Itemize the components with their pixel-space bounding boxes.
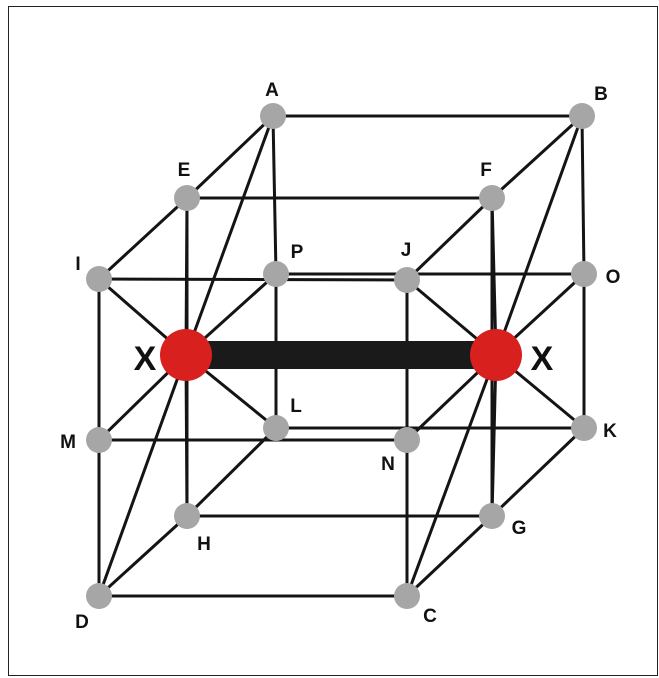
edges-layer bbox=[97, 114, 586, 598]
label-i: I bbox=[75, 254, 80, 275]
edge-b-f bbox=[490, 114, 584, 200]
label-a: A bbox=[265, 80, 279, 101]
label-g: G bbox=[512, 518, 527, 539]
node-h bbox=[174, 503, 200, 529]
edge-x1-h bbox=[184, 353, 189, 518]
label-m: M bbox=[60, 432, 76, 453]
label-e: E bbox=[178, 160, 191, 181]
label-d: D bbox=[75, 612, 89, 633]
edge-x1-d bbox=[97, 353, 188, 598]
node-d bbox=[86, 583, 112, 609]
label-j: J bbox=[401, 240, 412, 261]
node-c bbox=[394, 583, 420, 609]
edge-x2-c bbox=[405, 353, 498, 598]
node-f bbox=[479, 185, 505, 211]
label-p: P bbox=[291, 242, 304, 263]
label-f: F bbox=[480, 160, 492, 181]
edge-a-p bbox=[271, 114, 278, 276]
label-l: L bbox=[290, 396, 302, 417]
edge-x1-a bbox=[184, 114, 275, 357]
edge-c-g bbox=[405, 514, 494, 598]
edge-x2-f bbox=[490, 196, 498, 357]
edge-h-l bbox=[185, 426, 278, 518]
label-x2: X bbox=[531, 340, 554, 378]
node-k bbox=[571, 415, 597, 441]
node-a bbox=[260, 103, 286, 129]
node-e bbox=[174, 185, 200, 211]
edge-g-k bbox=[490, 426, 586, 518]
label-h: H bbox=[197, 534, 211, 555]
edge-e-i bbox=[97, 196, 189, 281]
edge-d-h bbox=[97, 514, 189, 598]
edge-x2-g bbox=[490, 353, 498, 518]
label-k: K bbox=[603, 421, 617, 442]
edge-f-j bbox=[405, 196, 494, 282]
label-n: N bbox=[381, 454, 395, 475]
node-g bbox=[479, 503, 505, 529]
edge-x1-e bbox=[184, 196, 189, 357]
label-b: B bbox=[594, 84, 608, 105]
node-b bbox=[569, 103, 595, 129]
label-x1: X bbox=[134, 340, 157, 378]
node-l bbox=[263, 415, 289, 441]
labels-layer: A B C D E F G H I J K L M N O P X X bbox=[60, 80, 620, 633]
nodes-layer bbox=[86, 103, 597, 609]
edge-a-e bbox=[185, 114, 275, 200]
node-j bbox=[394, 267, 420, 293]
highlight-node-x1 bbox=[160, 329, 212, 381]
edge-x2-b bbox=[494, 114, 584, 357]
node-p bbox=[263, 261, 289, 287]
node-m bbox=[86, 427, 112, 453]
edge-b-o bbox=[580, 114, 586, 276]
edge-i-j bbox=[97, 277, 409, 282]
node-n bbox=[394, 427, 420, 453]
label-o: O bbox=[606, 267, 621, 288]
node-o bbox=[571, 261, 597, 287]
label-c: C bbox=[423, 606, 437, 627]
highlight-node-x2 bbox=[470, 329, 522, 381]
node-i bbox=[86, 266, 112, 292]
